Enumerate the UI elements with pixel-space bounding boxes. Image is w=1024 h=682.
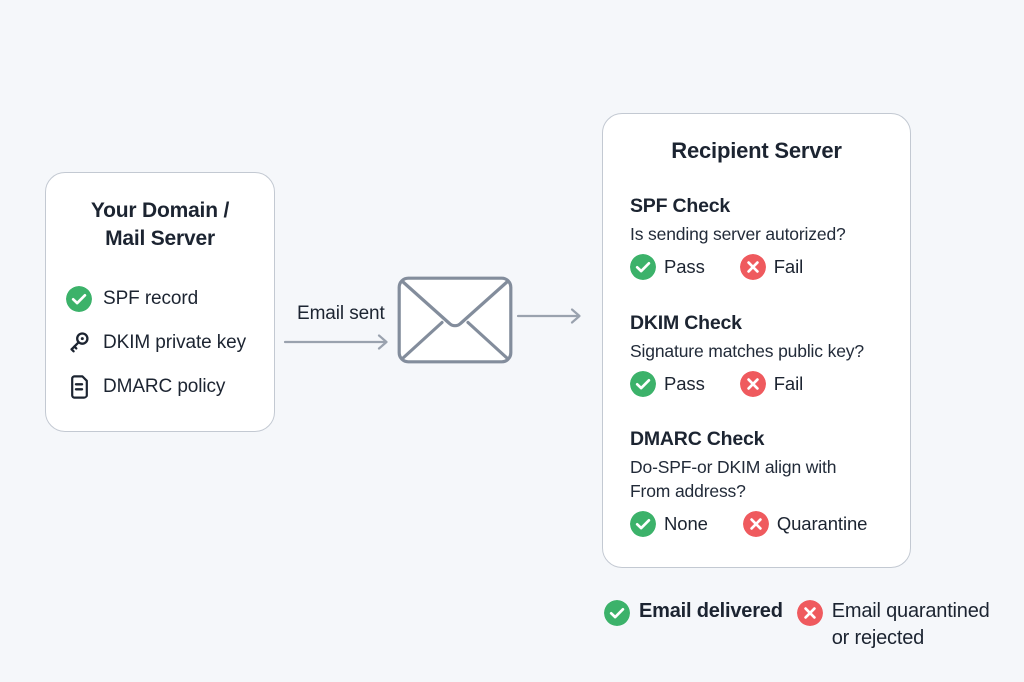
legend-item-label: Email quarantined or rejected: [831, 600, 990, 649]
outcome-label: Quarantine: [776, 513, 868, 534]
recipient-card-title: Recipient Server: [671, 138, 842, 163]
list-item-label: SPF record: [103, 288, 199, 309]
outcome-label: Pass: [664, 373, 705, 394]
list-item: SPF record: [66, 277, 276, 321]
check-circle-icon: [604, 598, 630, 626]
check-question: Is sending server autorized?: [630, 224, 846, 244]
sender-card-title-line1: Your Domain /: [90, 199, 230, 222]
x-circle-icon: [739, 371, 766, 397]
outcome-none: None: [630, 511, 708, 537]
outcome-label: Fail: [773, 256, 804, 277]
check-question: Do-SPF-or DKIM align with From address?: [630, 455, 898, 503]
check-heading: DKIM Check: [630, 312, 742, 334]
x-circle-icon: [739, 254, 766, 280]
list-item: DMARC policy: [66, 365, 276, 409]
legend-item-quarantined: Email quarantined or rejected: [796, 598, 1010, 652]
x-circle-icon: [796, 598, 823, 626]
arrow-right-icon: [283, 330, 395, 359]
outcome-pass: Pass: [630, 371, 705, 397]
document-icon: [66, 374, 92, 400]
dkim-check-block: DKIM Check Signature matches public key?…: [630, 311, 898, 397]
dmarc-check-block: DMARC Check Do-SPF-or DKIM align with Fr…: [630, 427, 898, 537]
outcome-quarantine: Quarantine: [742, 511, 868, 537]
outcome-label: Pass: [664, 256, 705, 277]
outcome-row: Pass Fail: [630, 371, 898, 397]
list-item-label: DMARC policy: [103, 376, 226, 397]
sender-domain-card: Your Domain / Mail Server SPF record: [45, 172, 275, 432]
sender-card-title-line2: Mail Server: [105, 227, 215, 250]
list-item: DKIM private key: [66, 321, 276, 365]
outcome-fail: Fail: [739, 254, 804, 280]
list-item-label: DKIM private key: [103, 332, 247, 353]
check-heading: SPF Check: [630, 195, 731, 217]
check-question: Signature matches public key?: [630, 341, 864, 361]
outcome-fail: Fail: [739, 371, 804, 397]
legend-item-delivered: Email delivered: [604, 598, 783, 626]
sender-requirements-list: SPF record DKIM private key: [66, 277, 276, 409]
arrow-right-icon: [516, 304, 588, 333]
check-circle-icon: [630, 511, 656, 537]
outcome-row: Pass Fail: [630, 254, 898, 280]
outcome-row: None Quarantine: [630, 511, 898, 537]
spf-check-block: SPF Check Is sending server autorized? P…: [630, 194, 898, 280]
recipient-server-card: Recipient Server SPF Check Is sending se…: [602, 113, 911, 568]
outcome-pass: Pass: [630, 254, 705, 280]
x-circle-icon: [742, 511, 769, 537]
legend-item-label: Email delivered: [639, 600, 783, 622]
check-heading: DMARC Check: [630, 428, 765, 450]
email-sent-label: Email sent: [297, 303, 385, 324]
outcome-label: Fail: [773, 373, 804, 394]
key-icon: [66, 330, 92, 356]
check-circle-icon: [630, 371, 656, 397]
check-circle-icon: [630, 254, 656, 280]
envelope-icon: [396, 275, 514, 370]
outcome-label: None: [664, 513, 708, 534]
check-question-line1: Do-SPF-or DKIM align with: [630, 457, 837, 477]
legend: Email delivered Email quarantined or rej…: [604, 598, 1024, 652]
check-question-line2: From address?: [630, 481, 746, 501]
sender-card-title: Your Domain / Mail Server: [46, 197, 274, 253]
check-circle-icon: [66, 286, 92, 312]
